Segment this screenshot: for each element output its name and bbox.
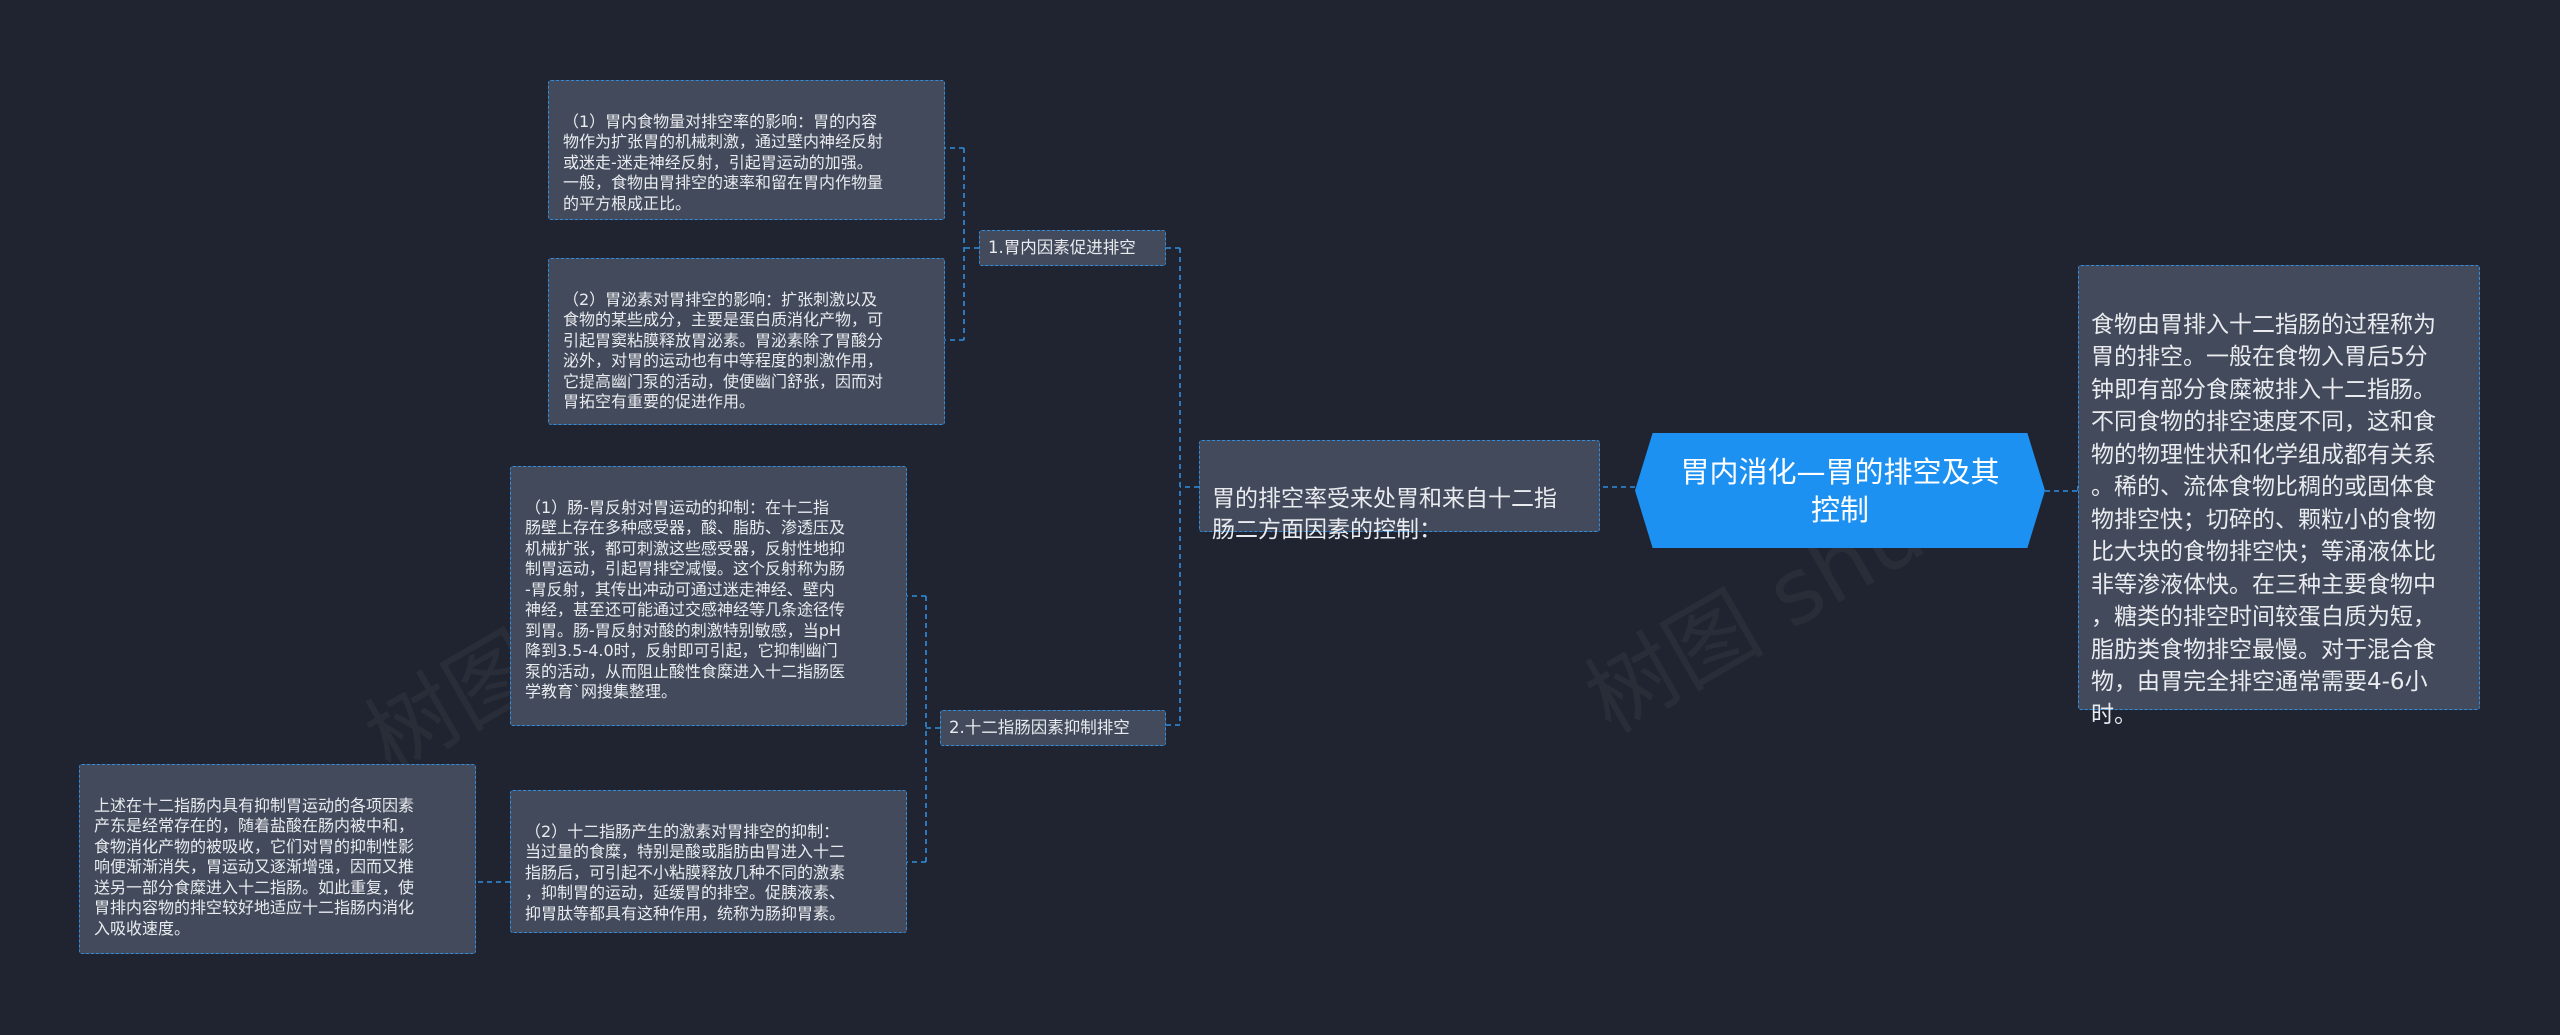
connector-root-definition [2045,486,2079,492]
branch-duodenal-factors[interactable]: 2.十二指肠因素抑制排空 [940,710,1166,746]
connector-branch1-leaves [945,147,979,341]
leaf-enterogastric-reflex-text: （1）肠-胃反射对胃运动的抑制：在十二指 肠壁上存在多种感受器，酸、脂肪、渗透压… [525,497,846,702]
leaf-feedback-summary-text: 上述在十二指肠内具有抑制胃运动的各项因素 产东是经常存在的，随着盐酸在肠内被中和… [94,795,415,938]
factors-text: 胃的排空率受来处胃和来自十二指 肠二方面因素的控制： [1212,486,1557,543]
leaf-feedback-summary[interactable]: 上述在十二指肠内具有抑制胃运动的各项因素 产东是经常存在的，随着盐酸在肠内被中和… [79,764,476,954]
leaf-duodenal-hormones[interactable]: （2）十二指肠产生的激素对胃排空的抑制： 当过量的食糜，特别是酸或脂肪由胃进入十… [510,790,907,933]
leaf-gastrin-text: （2）胃泌素对胃排空的影响：扩张刺激以及 食物的某些成分，主要是蛋白质消化产物，… [563,289,884,412]
leaf-gastrin[interactable]: （2）胃泌素对胃排空的影响：扩张刺激以及 食物的某些成分，主要是蛋白质消化产物，… [548,258,945,425]
connector-branch2-leaves [907,595,940,863]
branch-gastric-label: 1.胃内因素促进排空 [988,238,1136,257]
leaf-enterogastric-reflex[interactable]: （1）肠-胃反射对胃运动的抑制：在十二指 肠壁上存在多种感受器，酸、脂肪、渗透压… [510,466,907,726]
root-title: 胃内消化—胃的排空及其控制 [1680,454,2000,527]
connector-factors-branches [1166,247,1199,726]
definition-node[interactable]: 食物由胃排入十二指肠的过程称为 胃的排空。一般在食物入胃后5分 钟即有部分食糜被… [2078,265,2480,728]
factors-node[interactable]: 胃的排空率受来处胃和来自十二指 肠二方面因素的控制： [1199,440,1600,543]
branch-duodenal-label: 2.十二指肠因素抑制排空 [949,718,1130,737]
branch-gastric-factors[interactable]: 1.胃内因素促进排空 [979,230,1166,266]
leaf-food-volume-text: （1）胃内食物量对排空率的影响：胃的内容 物作为扩张胃的机械刺激，通过壁内神经反… [563,111,884,213]
root-topic[interactable]: 胃内消化—胃的排空及其控制 [1635,433,2045,548]
definition-text: 食物由胃排入十二指肠的过程称为 胃的排空。一般在食物入胃后5分 钟即有部分食糜被… [2091,311,2436,728]
leaf-food-volume[interactable]: （1）胃内食物量对排空率的影响：胃的内容 物作为扩张胃的机械刺激，通过壁内神经反… [548,80,945,220]
leaf-duodenal-hormones-text: （2）十二指肠产生的激素对胃排空的抑制： 当过量的食糜，特别是酸或脂肪由胃进入十… [525,821,846,923]
